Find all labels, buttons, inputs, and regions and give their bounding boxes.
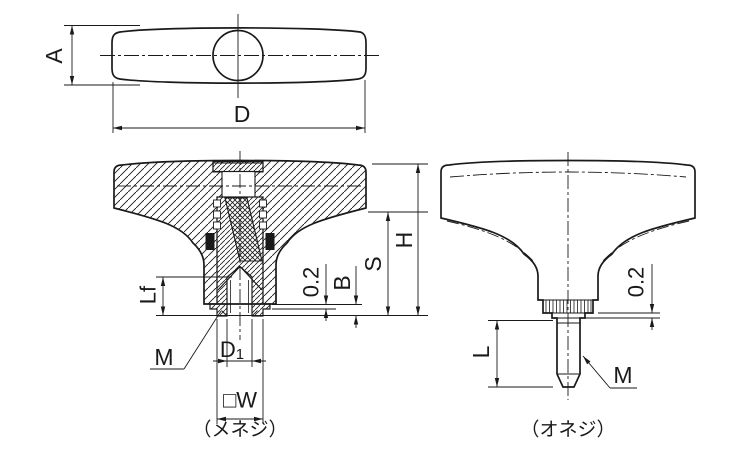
arrowhead xyxy=(69,76,75,85)
side-view-male-thread: 0.2 L M （オネジ） xyxy=(440,152,696,441)
dim-label-S: S xyxy=(360,256,386,271)
arrowhead xyxy=(385,306,391,316)
dim-label-D1: D1 xyxy=(220,337,244,363)
arrowhead xyxy=(583,356,591,365)
arrowhead xyxy=(323,309,329,318)
side-parting-line-left xyxy=(446,220,536,264)
thread-label-M-left: M xyxy=(154,344,173,370)
dim-label-L: L xyxy=(468,345,494,358)
arrowhead xyxy=(649,304,655,313)
arrowhead xyxy=(494,378,500,387)
arrowhead xyxy=(323,295,329,305)
thread-label-M-right: M xyxy=(613,362,632,388)
arrowhead xyxy=(649,318,655,327)
caption-male-thread: （オネジ） xyxy=(520,419,615,441)
knurled-collar xyxy=(545,300,592,313)
hex-edge xyxy=(217,266,241,291)
side-body-outline xyxy=(440,159,696,388)
insert-serrations xyxy=(213,199,267,230)
section-body-hatch xyxy=(114,160,366,304)
dim-label-square-W: □W xyxy=(223,388,257,413)
arrowhead xyxy=(353,295,359,305)
arrowhead xyxy=(160,277,166,286)
arrowhead xyxy=(415,164,421,173)
arrowhead xyxy=(415,306,421,316)
dim-label-Lf: Lf xyxy=(136,285,161,304)
insert-lock-ring xyxy=(265,233,275,250)
arrowhead xyxy=(356,125,365,131)
dim-A xyxy=(64,25,140,86)
dim-label-A: A xyxy=(41,48,67,64)
arrowhead xyxy=(385,212,391,221)
section-top-plug xyxy=(212,160,264,173)
hex-edge xyxy=(239,266,263,291)
arrowhead xyxy=(353,315,359,325)
arrowhead xyxy=(252,358,261,364)
side-parting-line-top xyxy=(449,171,687,178)
arrowhead xyxy=(69,25,75,35)
side-extension-lines xyxy=(488,312,660,388)
section-view-female-thread: Lf 0.2 B S H M xyxy=(113,151,428,441)
arrowhead xyxy=(113,125,122,131)
dim-D xyxy=(112,80,366,133)
leader-M-left xyxy=(150,310,222,370)
top-view: A D xyxy=(41,14,380,133)
dim-label-B: B xyxy=(329,275,355,290)
top-view-handle-outline xyxy=(111,27,367,84)
side-parting-line-right xyxy=(600,220,690,264)
section-body-outline xyxy=(113,159,367,305)
dim-label-protrusion-left: 0.2 xyxy=(299,267,324,298)
arrowhead xyxy=(217,416,226,422)
caption-female-thread: （メネジ） xyxy=(192,419,287,441)
arrowhead xyxy=(160,306,166,316)
dim-label-protrusion-right: 0.2 xyxy=(624,267,649,298)
dim-label-H: H xyxy=(391,232,417,249)
arrowhead xyxy=(494,320,500,330)
dim-label-D: D xyxy=(234,101,251,127)
insert-lock-ring xyxy=(205,233,215,250)
arrowhead xyxy=(218,358,227,364)
arrowhead xyxy=(254,416,263,422)
